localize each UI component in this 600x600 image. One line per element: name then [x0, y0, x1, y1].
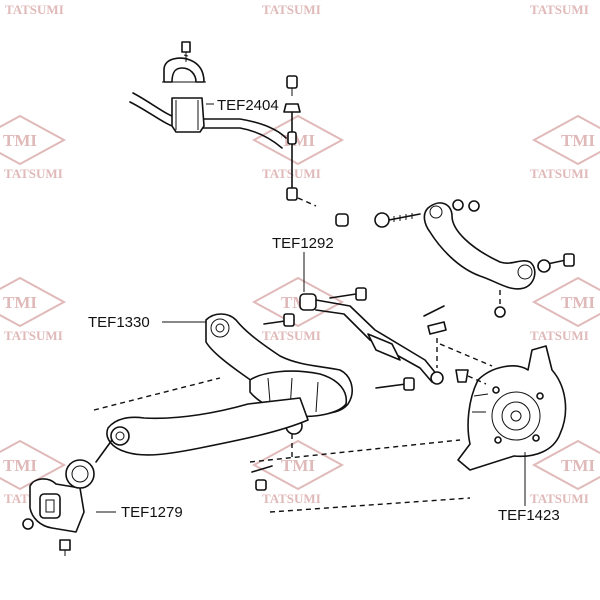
watermark-logo: TMI [531, 439, 600, 491]
cotter-pin [423, 305, 447, 368]
watermark-brand-text: TATSUMI [530, 328, 589, 343]
watermark-brand-text: TATSUMI [530, 166, 589, 181]
watermark-brand-text: TATSUMI [4, 328, 63, 343]
svg-text:TMI: TMI [561, 456, 595, 475]
svg-text:TMI: TMI [3, 456, 37, 475]
stabilizer-bracket [163, 57, 205, 83]
knuckle-bolt [455, 369, 487, 385]
watermark-logo: TMI [0, 114, 67, 166]
watermark-logo: TMI [0, 439, 67, 491]
svg-text:TMI: TMI [3, 293, 37, 312]
stabilizer-link [283, 75, 349, 227]
stabilizer-bushing[interactable] [171, 97, 205, 133]
watermark-brand-text: TATSUMI [4, 166, 63, 181]
lower-arm-nut [251, 465, 273, 491]
rear-bushing-assembly [22, 459, 95, 556]
watermark-layer: TATSUMI TATSUMI TATSUMI TMI TATSUMI TMI … [0, 2, 600, 506]
stabilizer-bar [129, 101, 283, 149]
watermark-brand-text: TATSUMI [5, 2, 64, 17]
part-label-tef1292: TEF1292 [272, 235, 334, 252]
rear-bushing[interactable] [39, 493, 61, 519]
stabilizer-bar-assembly [129, 41, 287, 149]
watermark-brand-text: TATSUMI [262, 2, 321, 17]
bolt-head-icon [374, 212, 390, 228]
part-label-tef2404: TEF2404 [217, 97, 279, 114]
knuckle[interactable] [457, 345, 567, 471]
watermark-brand-text: TATSUMI [262, 491, 321, 506]
watermark-logo: TMI [251, 114, 345, 166]
svg-text:TMI: TMI [561, 293, 595, 312]
assembly-guide-lines [93, 343, 493, 513]
upper-control-arm [374, 199, 575, 318]
part-label-tef1423: TEF1423 [498, 507, 560, 524]
svg-text:TMI: TMI [561, 131, 595, 150]
watermark-brand-text: TATSUMI [530, 2, 589, 17]
svg-text:TMI: TMI [3, 131, 37, 150]
part-label-tef1330: TEF1330 [88, 314, 150, 331]
watermark-brand-text: TATSUMI [262, 328, 321, 343]
part-label-tef1279: TEF1279 [121, 504, 183, 521]
lateral-link[interactable] [263, 287, 444, 385]
watermark-logo: TMI [0, 276, 67, 328]
bracket-bolt-icon [181, 41, 191, 53]
lower-arm [95, 397, 309, 463]
trailing-arm-bushing[interactable] [210, 318, 230, 338]
lateral-link-bushing [299, 293, 317, 311]
svg-text:TMI: TMI [281, 456, 315, 475]
watermark-brand-text: TATSUMI [530, 491, 589, 506]
svg-text:TMI: TMI [281, 131, 315, 150]
watermark-logo: TMI [531, 276, 600, 328]
part-labels: TEF2404 TEF1292 TEF1330 TEF1279 TEF1423 [88, 97, 560, 524]
watermark-logo: TMI [251, 439, 345, 491]
leader-lines [96, 103, 526, 513]
watermark-logo: TMI [531, 114, 600, 166]
